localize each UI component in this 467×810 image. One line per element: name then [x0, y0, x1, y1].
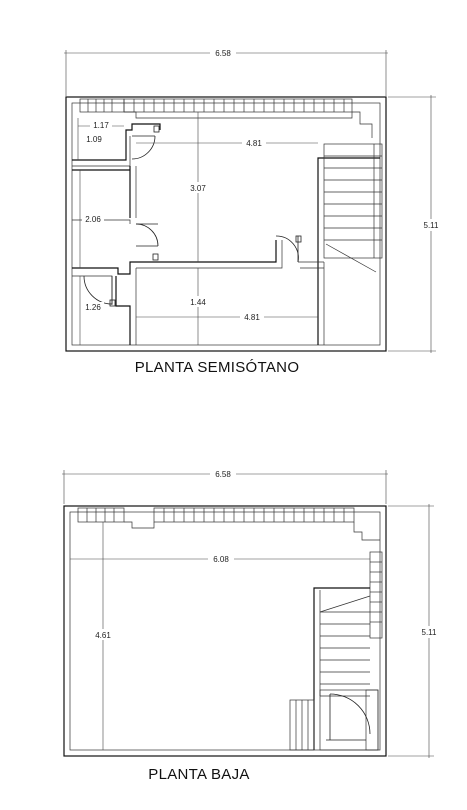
dim-baja-overall-width-label: 6.58 [215, 470, 231, 479]
dim-main-width-top-label: 4.81 [246, 139, 262, 148]
dim-middle-room-depth-label: 2.06 [85, 215, 101, 224]
dim-main-width-bottom: 4.81 [136, 311, 318, 322]
dim-small-room-depth-label: 1.09 [86, 135, 102, 144]
dim-small-room-width: 1.17 [78, 120, 124, 131]
baja-exterior-walls [63, 505, 387, 757]
dim-overall-depth-label: 5.11 [424, 221, 440, 230]
dim-baja-interior-depth-label: 4.61 [95, 631, 111, 640]
plan-semisotano: 6.58 5.11 [64, 46, 444, 376]
dim-corner-room-width: 1.26 [79, 276, 104, 345]
dim-overall-width-label: 6.58 [215, 49, 231, 58]
dim-overall-width: 6.58 [64, 46, 388, 96]
interior-walls [72, 123, 380, 345]
plan-title-baja: PLANTA BAJA [148, 766, 249, 783]
dim-baja-overall-width: 6.58 [62, 467, 388, 504]
baja-top-window-strips [77, 507, 380, 541]
top-window-strips [79, 98, 373, 138]
dim-main-depth-label: 3.07 [190, 184, 206, 193]
dim-middle-room-depth: 2.06 [79, 170, 104, 268]
dim-main-width-top: 4.81 [136, 137, 318, 148]
baja-staircase [289, 551, 383, 751]
plan-title-semisotano: PLANTA SEMISÓTANO [135, 359, 300, 376]
dim-lower-depth: 1.44 [186, 268, 210, 345]
dim-main-width-bottom-label: 4.81 [244, 313, 260, 322]
dim-small-room-depth: 1.09 [77, 118, 106, 160]
plan-baja: 6.58 5.11 [62, 467, 442, 783]
dim-baja-interior-depth: 4.61 [91, 522, 115, 750]
dim-baja-overall-depth: 5.11 [388, 504, 442, 758]
dim-lower-depth-label: 1.44 [190, 298, 206, 307]
staircase [323, 143, 383, 273]
dim-baja-interior-width: 6.08 [70, 553, 370, 564]
door-swings [83, 125, 302, 307]
dim-overall-depth: 5.11 [388, 95, 444, 353]
dim-main-depth: 3.07 [186, 112, 210, 262]
dim-baja-overall-depth-label: 5.11 [422, 628, 438, 637]
dim-baja-interior-width-label: 6.08 [213, 555, 229, 564]
dim-corner-room-width-label: 1.26 [85, 303, 101, 312]
dim-small-room-width-label: 1.17 [93, 121, 109, 130]
exterior-walls [65, 96, 387, 352]
baja-entrance-door [319, 689, 379, 751]
